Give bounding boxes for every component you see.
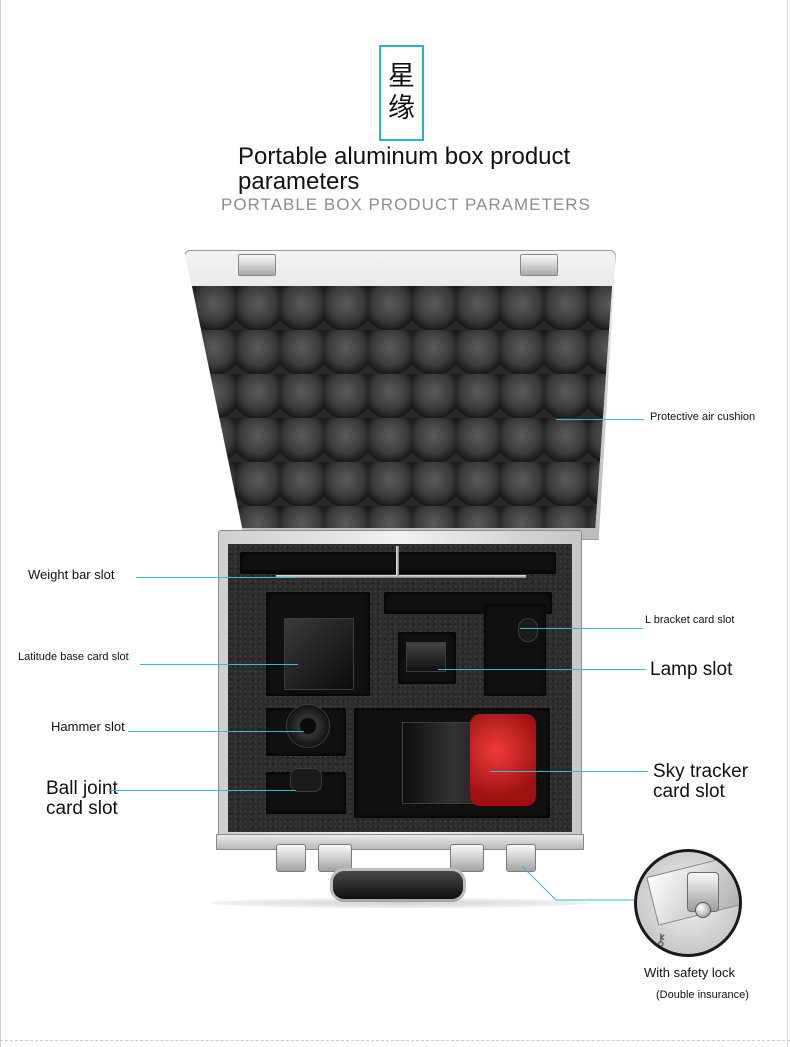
case-shadow	[210, 898, 590, 908]
callout-line-l-bracket	[520, 628, 643, 629]
safety-lock-detail: ⚷	[634, 849, 742, 957]
page-left-border	[0, 0, 1, 1047]
aluminum-case-illustration	[180, 248, 620, 908]
weight-bar	[276, 575, 526, 578]
page-title: Portable aluminum box product parameters	[238, 143, 571, 195]
label-sky-tracker-card-slot: Sky tracker card slot	[653, 762, 748, 802]
page-right-border	[787, 0, 788, 1047]
page-bottom-divider	[0, 1040, 790, 1041]
weight-bar-joint	[396, 546, 399, 576]
label-sky-tracker-line2: card slot	[653, 781, 725, 802]
lamp	[406, 642, 446, 672]
latch-icon	[318, 844, 352, 872]
callout-line-weight-bar	[136, 577, 296, 578]
case-front-panel	[216, 834, 584, 850]
l-bracket-knob	[518, 618, 538, 642]
sky-tracker-red-ring	[470, 714, 536, 806]
lock-knob	[695, 902, 711, 918]
ball-joint	[290, 768, 322, 792]
label-ball-joint-line2: card slot	[46, 798, 118, 819]
key-icon: ⚷	[655, 932, 667, 949]
latch-icon	[450, 844, 484, 872]
latch-lock-icon	[687, 872, 719, 912]
label-lamp-slot: Lamp slot	[650, 659, 733, 680]
label-ball-joint-card-slot: Ball joint card slot	[46, 779, 118, 819]
brand-logo: 星 缘	[379, 45, 424, 141]
callout-line-latitude-base	[140, 664, 298, 665]
callout-line-lock	[521, 865, 634, 901]
label-weight-bar-slot: Weight bar slot	[28, 567, 115, 582]
page-subtitle: PORTABLE BOX PRODUCT PARAMETERS	[221, 195, 591, 214]
hinge-icon	[520, 254, 558, 276]
l-bracket-slot	[484, 604, 546, 696]
label-sky-tracker-line1: Sky tracker	[653, 761, 749, 782]
label-latitude-base-card-slot: Latitude base card slot	[18, 651, 129, 663]
callout-line-lamp	[438, 669, 646, 670]
label-ball-joint-line1: Ball joint	[46, 778, 118, 799]
latch-icon	[506, 844, 536, 872]
brand-char-2: 缘	[388, 93, 415, 124]
callout-line-sky-tracker	[490, 771, 648, 772]
callout-line-air-cushion	[556, 419, 644, 420]
label-protective-air-cushion: Protective air cushion	[650, 411, 756, 423]
callout-line-hammer	[128, 731, 304, 732]
hinge-icon	[238, 254, 276, 276]
latch-icon	[276, 844, 306, 872]
latitude-base	[284, 618, 354, 690]
label-double-insurance: (Double insurance)	[656, 989, 749, 1001]
case-handle-icon	[330, 868, 466, 902]
brand-char-1: 星	[388, 61, 415, 92]
callout-line-ball-joint	[110, 790, 296, 791]
label-l-bracket-card-slot: L bracket card slot	[645, 614, 735, 626]
label-with-safety-lock: With safety lock	[644, 965, 736, 980]
egg-crate-foam	[192, 286, 612, 528]
label-hammer-slot: Hammer slot	[51, 719, 125, 734]
hammer	[286, 704, 330, 748]
